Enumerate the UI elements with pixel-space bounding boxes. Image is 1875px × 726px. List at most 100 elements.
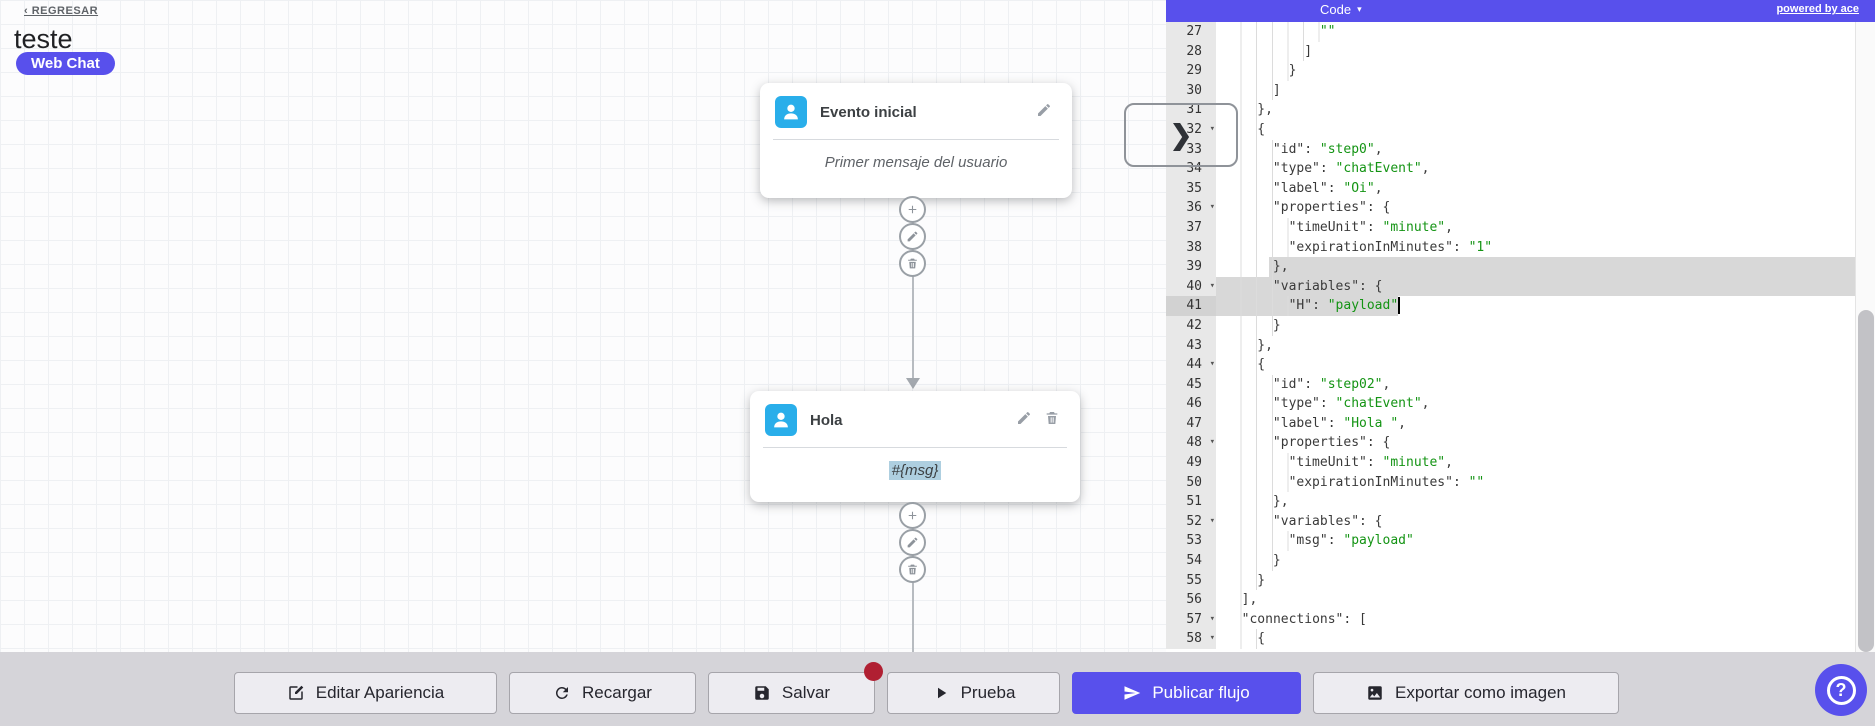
code-line[interactable]: 40▾"variables": { <box>1166 276 1875 297</box>
code-line[interactable]: 56], <box>1166 590 1875 610</box>
editor-mode-dropdown[interactable]: Code ▾ <box>1320 2 1362 17</box>
code-line[interactable]: 58▾{ <box>1166 629 1875 649</box>
code-line[interactable]: 35"label": "Oi", <box>1166 178 1875 199</box>
editar-apariencia-button[interactable]: Editar Apariencia <box>234 672 497 714</box>
line-number[interactable]: 32▾ <box>1166 119 1216 140</box>
code-text[interactable]: "connections": [ <box>1216 609 1875 630</box>
line-number[interactable]: 57▾ <box>1166 609 1216 630</box>
code-line[interactable]: 33"id": "step0", <box>1166 139 1875 160</box>
code-text[interactable]: ] <box>1216 41 1875 62</box>
code-text[interactable]: { <box>1216 629 1875 649</box>
code-text[interactable]: }, <box>1216 492 1875 512</box>
edit-connection-button[interactable] <box>899 529 926 556</box>
code-text[interactable]: } <box>1216 551 1875 571</box>
code-text[interactable]: "type": "chatEvent", <box>1216 159 1875 179</box>
code-line[interactable]: 39}, <box>1166 257 1875 277</box>
code-line[interactable]: 41"H": "payload" <box>1166 296 1875 316</box>
edit-node-icon[interactable] <box>1036 102 1052 123</box>
code-text[interactable]: }, <box>1216 257 1875 277</box>
code-text[interactable]: "variables": { <box>1216 276 1875 297</box>
line-number[interactable]: 34 <box>1166 159 1216 179</box>
line-number[interactable]: 36▾ <box>1166 198 1216 218</box>
editor-scrollbar[interactable] <box>1855 22 1875 652</box>
code-text[interactable]: ], <box>1216 590 1875 610</box>
line-number[interactable]: 31 <box>1166 100 1216 120</box>
line-number[interactable]: 28 <box>1166 41 1216 62</box>
fold-toggle-icon[interactable]: ▾ <box>1209 359 1215 370</box>
code-line[interactable]: 54} <box>1166 551 1875 571</box>
salvar-button[interactable]: Salvar <box>708 672 875 714</box>
code-line[interactable]: 46"type": "chatEvent", <box>1166 394 1875 414</box>
flow-canvas[interactable]: ‹ REGRESAR teste Web Chat Evento inicial <box>0 0 1166 726</box>
code-line[interactable]: 38"expirationInMinutes": "1" <box>1166 237 1875 258</box>
line-number[interactable]: 44▾ <box>1166 355 1216 375</box>
line-number[interactable]: 55 <box>1166 570 1216 591</box>
flow-node-evento-inicial[interactable]: Evento inicial Primer mensaje del usuari… <box>760 83 1072 198</box>
code-text[interactable]: ] <box>1216 80 1875 101</box>
help-button[interactable]: ? <box>1815 664 1867 716</box>
line-number[interactable]: 39 <box>1166 257 1216 277</box>
recargar-button[interactable]: Recargar <box>509 672 696 714</box>
code-text[interactable]: "label": "Hola ", <box>1216 413 1875 434</box>
line-number[interactable]: 42 <box>1166 315 1216 336</box>
line-number[interactable]: 50 <box>1166 472 1216 493</box>
fold-toggle-icon[interactable]: ▾ <box>1209 280 1215 291</box>
code-line[interactable]: 53"msg": "payload" <box>1166 531 1875 552</box>
scrollbar-thumb[interactable] <box>1858 310 1874 652</box>
line-number[interactable]: 52▾ <box>1166 511 1216 532</box>
edit-node-icon[interactable] <box>1016 410 1032 431</box>
code-text[interactable]: } <box>1216 570 1875 591</box>
delete-node-icon[interactable] <box>1044 410 1060 431</box>
line-number[interactable]: 30 <box>1166 80 1216 101</box>
code-line[interactable]: 52▾"variables": { <box>1166 511 1875 532</box>
code-line[interactable]: 37"timeUnit": "minute", <box>1166 217 1875 238</box>
line-number[interactable]: 48▾ <box>1166 433 1216 454</box>
code-text[interactable]: "variables": { <box>1216 511 1875 532</box>
line-number[interactable]: 56 <box>1166 590 1216 610</box>
code-line[interactable]: 55} <box>1166 570 1875 591</box>
code-text[interactable]: } <box>1216 61 1875 81</box>
code-text[interactable]: "timeUnit": "minute", <box>1216 453 1875 473</box>
code-editor[interactable]: 27""28]29}30]31},32▾{33"id": "step0",34"… <box>1166 22 1875 652</box>
code-text[interactable]: { <box>1216 119 1875 140</box>
code-line[interactable]: 31}, <box>1166 100 1875 120</box>
line-number[interactable]: 58▾ <box>1166 629 1216 649</box>
code-text[interactable]: "type": "chatEvent", <box>1216 394 1875 414</box>
code-line[interactable]: 32▾{ <box>1166 119 1875 140</box>
line-number[interactable]: 33 <box>1166 139 1216 160</box>
code-line[interactable]: 27"" <box>1166 22 1875 42</box>
line-number[interactable]: 54 <box>1166 551 1216 571</box>
code-text[interactable]: "id": "step0", <box>1216 139 1875 160</box>
code-text[interactable]: "msg": "payload" <box>1216 531 1875 552</box>
code-line[interactable]: 29} <box>1166 61 1875 81</box>
delete-connection-button[interactable] <box>899 250 926 277</box>
line-number[interactable]: 35 <box>1166 178 1216 199</box>
line-number[interactable]: 46 <box>1166 394 1216 414</box>
code-line[interactable]: 57▾"connections": [ <box>1166 609 1875 630</box>
code-text[interactable]: "expirationInMinutes": "" <box>1216 472 1875 493</box>
fold-toggle-icon[interactable]: ▾ <box>1209 515 1215 526</box>
code-text[interactable]: "" <box>1216 22 1875 42</box>
line-number[interactable]: 45 <box>1166 374 1216 395</box>
code-line[interactable]: 34"type": "chatEvent", <box>1166 159 1875 179</box>
code-line[interactable]: 49"timeUnit": "minute", <box>1166 453 1875 473</box>
code-text[interactable]: "timeUnit": "minute", <box>1216 217 1875 238</box>
flow-node-hola[interactable]: Hola #{msg} <box>750 391 1080 502</box>
add-step-button[interactable] <box>899 502 926 529</box>
code-line[interactable]: 47"label": "Hola ", <box>1166 413 1875 434</box>
code-line[interactable]: 48▾"properties": { <box>1166 433 1875 454</box>
fold-toggle-icon[interactable]: ▾ <box>1209 437 1215 448</box>
code-line[interactable]: 36▾"properties": { <box>1166 198 1875 218</box>
code-text[interactable]: }, <box>1216 100 1875 120</box>
line-number[interactable]: 40▾ <box>1166 276 1216 297</box>
line-number[interactable]: 37 <box>1166 217 1216 238</box>
fold-toggle-icon[interactable]: ▾ <box>1209 123 1215 134</box>
publicar-flujo-button[interactable]: Publicar flujo <box>1072 672 1301 714</box>
exportar-como-imagen-button[interactable]: Exportar como imagen <box>1313 672 1619 714</box>
fold-toggle-icon[interactable]: ▾ <box>1209 633 1215 644</box>
code-text[interactable]: "expirationInMinutes": "1" <box>1216 237 1875 258</box>
line-number[interactable]: 49 <box>1166 453 1216 473</box>
code-line[interactable]: 42} <box>1166 315 1875 336</box>
code-text[interactable]: "id": "step02", <box>1216 374 1875 395</box>
line-number[interactable]: 41 <box>1166 296 1216 316</box>
